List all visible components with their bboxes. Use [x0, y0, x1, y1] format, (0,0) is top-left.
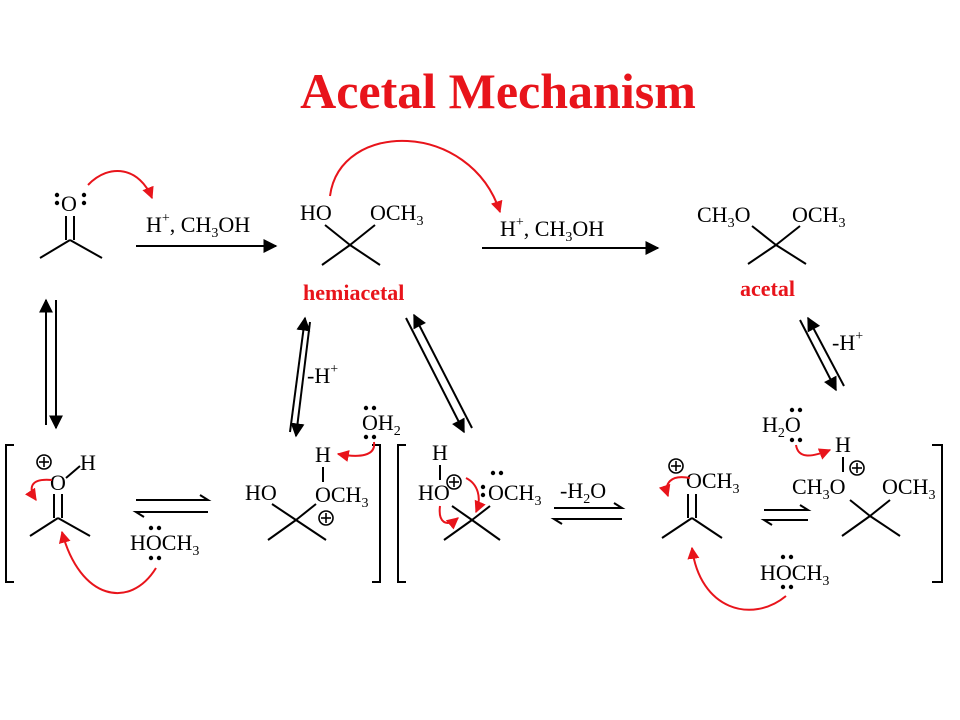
oxocarbenium: OCH3: [661, 458, 739, 539]
oxo-och3: OCH3: [686, 468, 739, 497]
curly-arrow-5: [336, 441, 376, 462]
bracket-2-right: [932, 444, 943, 583]
curly-arrow-7: [465, 477, 486, 514]
reagent-step1: H+, CH3OH: [146, 211, 250, 241]
int5-ch3o: CH3O: [792, 474, 845, 503]
bracket-1-left: [5, 444, 14, 583]
int3-ho: HO: [418, 480, 450, 505]
curly-arrow-2: [329, 140, 503, 214]
equilibrium-hemi-left-b: [290, 321, 311, 438]
equilibrium-acetal-a: [799, 319, 837, 392]
eq-mid1-back: [132, 511, 208, 518]
int5-h: H: [835, 432, 851, 457]
bracket-1-right: [372, 444, 381, 583]
methanol-1: HOCH3: [130, 525, 199, 561]
minus-h-right: -H+: [832, 329, 863, 355]
int3-h: H: [432, 440, 448, 465]
int2-ho: HO: [245, 480, 277, 505]
oh2: OH2: [362, 410, 401, 439]
h2o-2: H2O: [762, 412, 801, 441]
curly-arrow-6: [438, 505, 459, 530]
int5-och3: OCH3: [882, 474, 935, 503]
eq-right-forward: [764, 504, 812, 511]
page-title: Acetal Mechanism: [300, 63, 696, 119]
curly-arrow-8: [658, 476, 691, 498]
equilibrium-acetal-b: [807, 316, 845, 387]
acetal-structure: CH3O OCH3: [697, 202, 845, 265]
methanol-2: HOCH3: [760, 554, 829, 590]
hemiacetal-structure: HO OCH3: [300, 200, 423, 266]
protonated-carbonyl: O H: [29, 450, 96, 537]
minus-h2o: -H2O: [560, 478, 606, 507]
eq-mid1-forward: [136, 494, 212, 501]
curly-arrow-3: [25, 478, 53, 501]
intermediate-3: H HO OCH3: [418, 440, 541, 541]
bracket-2-left: [397, 444, 406, 583]
curly-arrow-9: [687, 546, 787, 611]
hemi-och3: OCH3: [370, 200, 423, 229]
ketone-oxygen: O: [61, 191, 77, 216]
curly-arrow-1: [87, 170, 154, 200]
intermediate-2: H HO OCH3: [245, 442, 368, 541]
prot-h: H: [80, 450, 96, 475]
intermediate-5: H CH3O OCH3: [792, 432, 935, 537]
water-1: OH2: [362, 405, 401, 440]
meoh-2: HOCH3: [760, 560, 829, 589]
eq-h2o-forward: [554, 502, 626, 509]
reagent-step2: H+, CH3OH: [500, 215, 604, 245]
hemi-ho: HO: [300, 200, 332, 225]
minus-h-left: -H+: [307, 362, 338, 388]
int2-och3: OCH3: [315, 482, 368, 511]
int2-h: H: [315, 442, 331, 467]
equilibrium-hemi-left-a: [289, 316, 311, 433]
ketone-structure: O: [39, 191, 103, 259]
prot-o: O: [50, 470, 66, 495]
acetal-label: acetal: [740, 276, 795, 301]
equilibrium-hemi-right-b: [413, 313, 473, 429]
eq-right-back: [760, 519, 808, 526]
curly-arrow-4: [58, 530, 157, 594]
int3-och3: OCH3: [488, 480, 541, 509]
meoh-1: HOCH3: [130, 530, 199, 559]
equilibrium-hemi-right-a: [405, 317, 465, 434]
water-2: H2O: [762, 407, 803, 443]
curly-arrow-10: [795, 444, 832, 460]
eq-h2o-back: [550, 518, 622, 525]
hemiacetal-label: hemiacetal: [303, 280, 404, 305]
acetal-ch3o: CH3O: [697, 202, 750, 231]
acetal-och3: OCH3: [792, 202, 845, 231]
